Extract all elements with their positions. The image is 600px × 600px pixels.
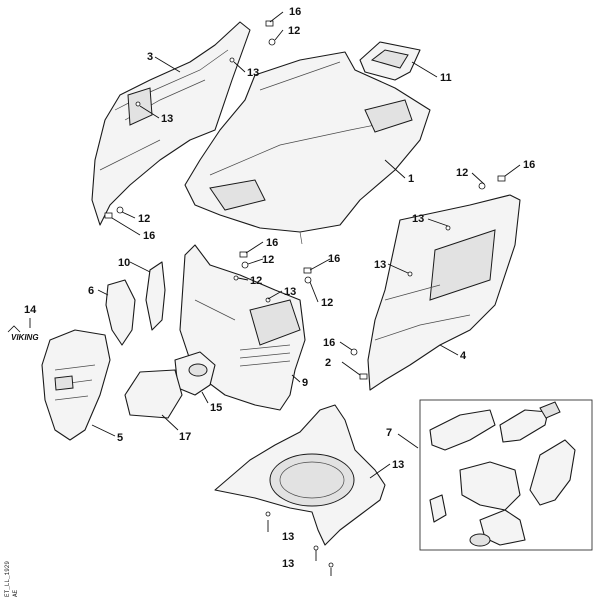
clip-16f — [359, 373, 368, 380]
callout-10: 10 — [118, 257, 130, 269]
callout-13: 13 — [247, 67, 259, 79]
callout-9: 15 — [210, 402, 222, 414]
callout-11: 11 — [440, 72, 452, 84]
callout-13: 13 — [161, 113, 173, 125]
callout-13: 13 — [282, 558, 294, 570]
callout-2: 4 — [460, 350, 467, 362]
clip-16c — [239, 251, 248, 258]
nut-12b — [116, 206, 124, 214]
callout-16: 16 — [289, 6, 301, 18]
callout-14: 14 — [24, 304, 37, 316]
callout-1: 1 — [408, 173, 414, 185]
screw-13d — [265, 297, 271, 303]
callout-16: 16 — [266, 237, 278, 249]
nut-12d — [304, 276, 312, 284]
callout-13: 13 — [374, 259, 386, 271]
part-emblem: VIKING — [7, 325, 39, 342]
part-side-cover-small — [145, 261, 166, 331]
screw-13e — [445, 225, 451, 231]
clip-16b — [104, 212, 113, 219]
callout-16: 16 — [328, 253, 340, 265]
callout-12: 12 — [288, 25, 300, 37]
callout-13: 13 — [282, 531, 294, 543]
part-right-side-panel — [367, 194, 521, 391]
screw-13a — [229, 57, 235, 63]
callout-12: 12 — [138, 213, 150, 225]
nut-12f — [350, 348, 358, 356]
screw-13g — [265, 511, 271, 517]
callout-12: 12 — [250, 275, 262, 287]
nut-12e — [478, 182, 486, 190]
callout-16: 16 — [143, 230, 155, 242]
callout-12: 12 — [456, 167, 468, 179]
callout-13: 13 — [284, 286, 296, 298]
screw-13f — [407, 271, 413, 277]
part-cup-holder-insert — [174, 351, 216, 396]
part-cover-plate — [124, 369, 183, 419]
nut-12c — [241, 261, 249, 269]
nut-12a — [268, 38, 276, 46]
callout-5: 17 — [179, 431, 191, 443]
callout-3: 3 — [147, 51, 153, 63]
callout-13: 13 — [412, 213, 424, 225]
callout-15: 5 — [117, 432, 123, 444]
clip-16d — [303, 267, 312, 274]
doc-code-text: ET_LL_1929 — [4, 561, 11, 597]
screw-13b — [135, 101, 141, 107]
screw-13h — [313, 545, 319, 551]
part-filler-cap-frame — [359, 41, 421, 81]
callout-4: 9 — [302, 377, 308, 389]
callout-12: 12 — [321, 297, 333, 309]
leader-lines — [29, 11, 521, 576]
callout-16: 2 — [325, 357, 331, 369]
callout-6: 6 — [88, 285, 94, 297]
viking-logo: VIKING — [11, 333, 39, 342]
callout-12: 16 — [323, 337, 335, 349]
callout-16: 16 — [523, 159, 535, 171]
part-front-grille — [41, 329, 111, 441]
callouts: 16 12 3 13 11 13 1 12 16 12 16 13 16 12 … — [24, 6, 535, 570]
part-hood — [184, 51, 431, 245]
hardware — [104, 20, 506, 568]
part-rear-fender — [214, 404, 386, 546]
screw-13i — [328, 562, 334, 568]
callout-7: 13 — [392, 459, 404, 471]
clip-16e — [497, 175, 506, 182]
screw-13c — [233, 275, 239, 281]
document-code: ET_LL_1929 AE — [4, 561, 19, 597]
clip-16a — [265, 20, 274, 27]
callout-17: 7 — [386, 427, 392, 439]
inset-overview — [419, 399, 593, 551]
part-side-cover — [105, 279, 136, 346]
callout-12: 12 — [262, 254, 274, 266]
doc-suffix-text: AE — [12, 589, 19, 597]
